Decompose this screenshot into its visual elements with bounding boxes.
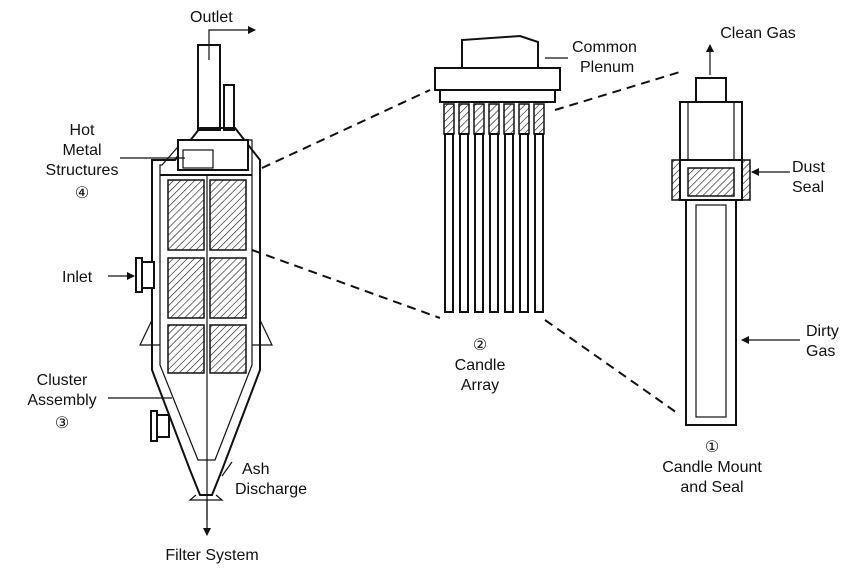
lower-nozzle-face bbox=[150, 410, 158, 442]
candle-tube bbox=[534, 133, 544, 313]
dust-seal-label-2: Seal bbox=[792, 179, 824, 196]
seal-gasket bbox=[687, 167, 735, 197]
connector-top-right bbox=[554, 71, 681, 111]
candle-holder bbox=[443, 103, 455, 135]
dust-seal-label-1: Dust bbox=[792, 159, 825, 176]
candle-tubes bbox=[443, 103, 545, 313]
number-4-label: ④ bbox=[75, 185, 89, 202]
dust-seal-left bbox=[671, 159, 681, 201]
number-3-label: ③ bbox=[55, 415, 69, 432]
outlet-label: Outlet bbox=[190, 9, 233, 26]
dust-seal-right bbox=[741, 159, 751, 201]
common-plenum bbox=[434, 67, 561, 91]
candle-tube bbox=[459, 133, 469, 313]
candle-holder bbox=[503, 103, 515, 135]
connector-bottom-left bbox=[251, 249, 441, 319]
candle-array bbox=[434, 34, 561, 313]
mount-nozzle bbox=[695, 77, 727, 103]
clean-gas-label: Clean Gas bbox=[720, 25, 796, 42]
mount-label-1: Candle Mount bbox=[662, 459, 762, 476]
filter-system-label: Filter System bbox=[165, 547, 258, 564]
dirty-gas-label-2: Gas bbox=[806, 343, 835, 360]
plenum-top bbox=[461, 34, 539, 68]
support-right bbox=[252, 319, 273, 346]
candle-holder bbox=[473, 103, 485, 135]
inlet-flange-face bbox=[135, 257, 143, 293]
candle-holder bbox=[533, 103, 545, 135]
cluster-left bbox=[167, 179, 205, 374]
mount-label-2: and Seal bbox=[680, 479, 743, 496]
dirty-gas-label-1: Dirty bbox=[806, 323, 839, 340]
candle-tube bbox=[504, 133, 514, 313]
candle-tube bbox=[489, 133, 499, 313]
plenum-box bbox=[182, 149, 214, 169]
candle-holder bbox=[518, 103, 530, 135]
connector-top-left bbox=[261, 89, 431, 169]
ash-leader bbox=[221, 461, 233, 477]
hot-metal-label-3: Structures bbox=[46, 162, 119, 179]
ash-label-1: Ash bbox=[242, 461, 270, 478]
candle-bore bbox=[695, 204, 727, 418]
array-label-1: Candle bbox=[455, 357, 506, 374]
connector-bottom-right bbox=[544, 319, 681, 416]
outlet-arrow bbox=[208, 26, 256, 60]
hot-metal-label-1: Hot bbox=[70, 122, 95, 139]
vessel-shell bbox=[151, 127, 261, 496]
candle-holder bbox=[488, 103, 500, 135]
candle-element bbox=[685, 199, 737, 426]
candle-tube bbox=[519, 133, 529, 313]
cluster-label-1: Cluster bbox=[37, 372, 88, 389]
outlet-pipe-small bbox=[223, 84, 235, 131]
mounting-plate bbox=[439, 89, 556, 103]
mount-housing bbox=[679, 101, 743, 161]
candle-mount-detail bbox=[671, 44, 751, 426]
cluster-right bbox=[209, 179, 247, 374]
candle-tube bbox=[444, 133, 454, 313]
plenum-label-2: Plenum bbox=[580, 59, 634, 76]
support-left bbox=[139, 319, 160, 346]
plenum-label-1: Common bbox=[572, 39, 637, 56]
ash-outlet bbox=[188, 494, 224, 501]
array-label-2: Array bbox=[461, 377, 499, 394]
filter-vessel bbox=[135, 26, 273, 536]
number-2-label: ② bbox=[473, 337, 487, 354]
cluster-label-2: Assembly bbox=[27, 392, 96, 409]
hot-metal-label-2: Metal bbox=[62, 142, 101, 159]
ash-label-2: Discharge bbox=[235, 481, 307, 498]
candle-tube bbox=[474, 133, 484, 313]
candle-holder bbox=[458, 103, 470, 135]
inlet-label: Inlet bbox=[62, 269, 93, 286]
number-1-label: ① bbox=[705, 439, 719, 456]
